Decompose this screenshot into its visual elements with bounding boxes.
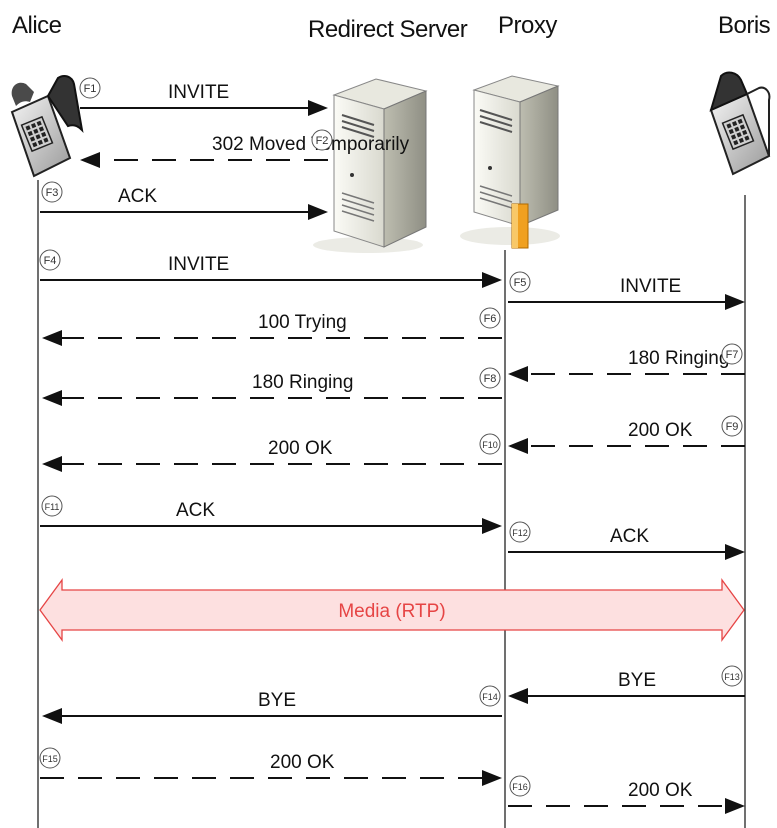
step-badge (721, 343, 743, 365)
message-f14: BYE F14 (42, 685, 502, 724)
participant-label-boris: Boris (718, 12, 771, 39)
message-f5: INVITE F5 (508, 271, 745, 310)
arrow-head (42, 708, 62, 724)
step-badge (39, 747, 61, 769)
telephone-icon (10, 75, 84, 178)
step-badge (509, 775, 531, 797)
media-rtp-arrow: Media (RTP) (39, 578, 745, 642)
participant-label-alice: Alice (12, 12, 62, 39)
message-f8: 180 Ringing F8 (42, 367, 502, 406)
arrow-head (80, 152, 100, 168)
message-label: ACK (176, 500, 215, 521)
arrow-head (508, 438, 528, 454)
step-badge-label: F15 (42, 754, 58, 764)
message-f11: ACK F11 (40, 495, 502, 534)
message-label: INVITE (168, 82, 229, 103)
message-label: 200 OK (268, 438, 333, 459)
message-f4: INVITE F4 (39, 249, 502, 288)
arrow-head (508, 688, 528, 704)
step-badge-label: F2 (316, 135, 329, 147)
server-icon (313, 78, 428, 253)
step-badge (479, 433, 501, 455)
step-badge-label: F6 (484, 313, 497, 325)
message-label: ACK (118, 186, 157, 207)
step-badge-label: F9 (726, 421, 739, 433)
server-icon (460, 75, 560, 249)
step-badge-label: F4 (44, 255, 57, 267)
arrow-head (308, 100, 328, 116)
step-badge-label: F1 (84, 83, 97, 95)
step-badge (479, 307, 501, 329)
message-label: BYE (618, 670, 656, 691)
message-label: 200 OK (628, 780, 693, 801)
message-f3: ACK F3 (40, 181, 328, 220)
step-badge-label: F3 (46, 187, 59, 199)
step-badge-label: F14 (482, 692, 498, 702)
message-label: 180 Ringing (628, 348, 729, 369)
step-badge (41, 495, 63, 517)
message-f6: 100 Trying F6 (42, 307, 502, 346)
step-badge-label: F10 (482, 440, 498, 450)
message-label: INVITE (620, 276, 681, 297)
telephone-icon (709, 71, 771, 176)
step-badge (721, 665, 743, 687)
message-label: BYE (258, 690, 296, 711)
arrow-head (482, 770, 502, 786)
arrow-head (508, 366, 528, 382)
step-badge (311, 129, 333, 151)
participant-label-proxy: Proxy (498, 12, 557, 39)
message-f13: BYE F13 (508, 665, 745, 704)
step-badge (41, 181, 63, 203)
message-label: 200 OK (270, 752, 335, 773)
message-f12: ACK F12 (508, 521, 745, 560)
step-badge-label: F13 (724, 672, 740, 682)
arrow-head (482, 518, 502, 534)
arrow-head (42, 330, 62, 346)
step-badge-label: F8 (484, 373, 497, 385)
arrow-head (482, 272, 502, 288)
message-f16: 200 OK F16 (508, 775, 745, 814)
message-label: 180 Ringing (252, 372, 353, 393)
step-badge-label: F7 (726, 349, 739, 361)
step-badge-label: F5 (514, 277, 527, 289)
message-f1: INVITE F1 (79, 77, 328, 116)
message-f10: 200 OK F10 (42, 433, 502, 472)
arrow-head (42, 456, 62, 472)
arrow-head (308, 204, 328, 220)
step-badge-label: F12 (512, 528, 528, 538)
step-badge (79, 77, 101, 99)
participant-label-redirect-server: Redirect Server (308, 16, 468, 43)
message-label: 200 OK (628, 420, 693, 441)
message-label: 302 Moved Temporarily (212, 134, 410, 155)
arrow-head (42, 390, 62, 406)
message-label: 100 Trying (258, 312, 347, 333)
step-badge (509, 521, 531, 543)
step-badge (479, 367, 501, 389)
lifelines (37, 180, 746, 828)
media-label: Media (RTP) (338, 601, 445, 622)
message-label: ACK (610, 526, 649, 547)
step-badge-label: F16 (512, 782, 528, 792)
arrow-head (725, 798, 745, 814)
arrow-head (725, 544, 745, 560)
step-badge (509, 271, 531, 293)
message-label: INVITE (168, 254, 229, 275)
step-badge (479, 685, 501, 707)
step-badge-label: F11 (45, 502, 60, 512)
step-badge (39, 249, 61, 271)
step-badge (721, 415, 743, 437)
arrow-head (725, 294, 745, 310)
message-f9: 200 OK F9 (508, 415, 745, 454)
message-f15: 200 OK F15 (39, 747, 502, 786)
